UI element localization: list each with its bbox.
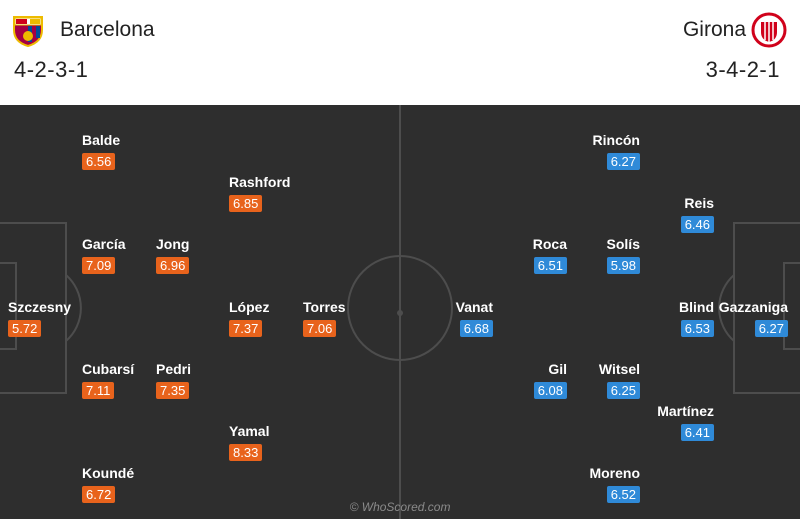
player-kounde[interactable]: Koundé 6.72 [82, 465, 172, 509]
player-name: Rashford [229, 174, 291, 190]
player-rating: 7.09 [82, 257, 116, 274]
player-rating: 6.27 [606, 153, 640, 170]
home-formation: 4-2-3-1 [14, 57, 89, 82]
player-name: López [229, 299, 270, 315]
player-name: Rincón [592, 132, 640, 148]
player-yamal[interactable]: Yamal 8.33 [229, 423, 319, 467]
player-rating: 6.72 [82, 486, 116, 503]
player-name: García [82, 236, 126, 252]
player-name: Witsel [598, 361, 640, 377]
player-name: Cubarsí [82, 361, 135, 377]
player-witsel[interactable]: Witsel 6.25 [550, 361, 640, 405]
player-rating: 7.35 [156, 382, 190, 399]
player-rating: 7.11 [82, 382, 115, 399]
player-rating: 6.08 [533, 382, 567, 399]
player-name: Roca [532, 236, 567, 252]
player-rating: 6.27 [754, 320, 788, 337]
barcelona-crest-icon [13, 16, 43, 48]
player-rating: 6.53 [680, 320, 714, 337]
player-gazzaniga[interactable]: Gazzaniga 6.27 [698, 299, 788, 343]
player-rating: 6.25 [606, 382, 640, 399]
player-moreno[interactable]: Moreno 6.52 [550, 465, 640, 509]
player-solis[interactable]: Solís 5.98 [550, 236, 640, 280]
player-rating: 5.98 [606, 257, 640, 274]
player-rincon[interactable]: Rincón 6.27 [550, 132, 640, 176]
player-name: Balde [82, 132, 121, 148]
player-name: Vanat [455, 299, 493, 315]
player-lopez[interactable]: López 7.37 [229, 299, 319, 343]
player-cubarsi[interactable]: Cubarsí 7.11 [82, 361, 172, 405]
player-name: Szczesny [8, 299, 72, 315]
player-blind[interactable]: Blind 6.53 [624, 299, 714, 343]
player-name: Moreno [589, 465, 640, 481]
player-roca[interactable]: Roca 6.51 [477, 236, 567, 280]
player-rating: 6.41 [680, 424, 714, 441]
pitch-markings [0, 105, 800, 519]
player-name: Gil [548, 361, 567, 377]
player-garcia[interactable]: García 7.09 [82, 236, 172, 280]
player-rating: 6.68 [459, 320, 493, 337]
match-header: Barcelona 4-2-3-1 Girona 3-4-2-1 [0, 0, 800, 105]
player-rating: 6.96 [156, 257, 190, 274]
away-team-name: Girona [682, 18, 746, 41]
player-szczesny[interactable]: Szczesny 5.72 [8, 299, 98, 343]
player-rashford[interactable]: Rashford 6.85 [229, 174, 319, 218]
player-name: Blind [679, 299, 714, 315]
player-gil[interactable]: Gil 6.08 [477, 361, 567, 405]
away-formation: 3-4-2-1 [705, 57, 780, 82]
player-jong[interactable]: Jong 6.96 [156, 236, 246, 280]
player-rating: 8.33 [229, 444, 263, 461]
player-torres[interactable]: Torres 7.06 [303, 299, 393, 343]
player-name: Torres [303, 299, 346, 315]
player-name: Martínez [657, 403, 714, 419]
player-rating: 7.37 [229, 320, 263, 337]
player-name: Gazzaniga [718, 299, 788, 315]
player-rating: 6.51 [533, 257, 567, 274]
girona-crest-icon [751, 12, 787, 48]
player-rating: 6.56 [82, 153, 116, 170]
player-vanat[interactable]: Vanat 6.68 [403, 299, 493, 343]
home-team-name: Barcelona [60, 18, 155, 41]
player-name: Reis [684, 195, 714, 211]
player-name: Jong [156, 236, 190, 252]
player-rating: 5.72 [8, 320, 42, 337]
player-rating: 6.46 [680, 216, 714, 233]
player-rating: 7.06 [303, 320, 337, 337]
player-name: Koundé [82, 465, 135, 481]
player-name: Yamal [229, 423, 270, 439]
player-pedri[interactable]: Pedri 7.35 [156, 361, 246, 405]
player-rating: 6.52 [606, 486, 640, 503]
player-name: Solís [606, 236, 640, 252]
player-balde[interactable]: Balde 6.56 [82, 132, 172, 176]
player-name: Pedri [156, 361, 192, 377]
watermark: © WhoScored.com [349, 500, 451, 514]
player-rating: 6.85 [229, 195, 263, 212]
player-martinez[interactable]: Martínez 6.41 [624, 403, 714, 447]
pitch: Balde 6.56 Rashford 6.85 García 7.09 Jon… [0, 105, 800, 519]
player-reis[interactable]: Reis 6.46 [624, 195, 714, 239]
